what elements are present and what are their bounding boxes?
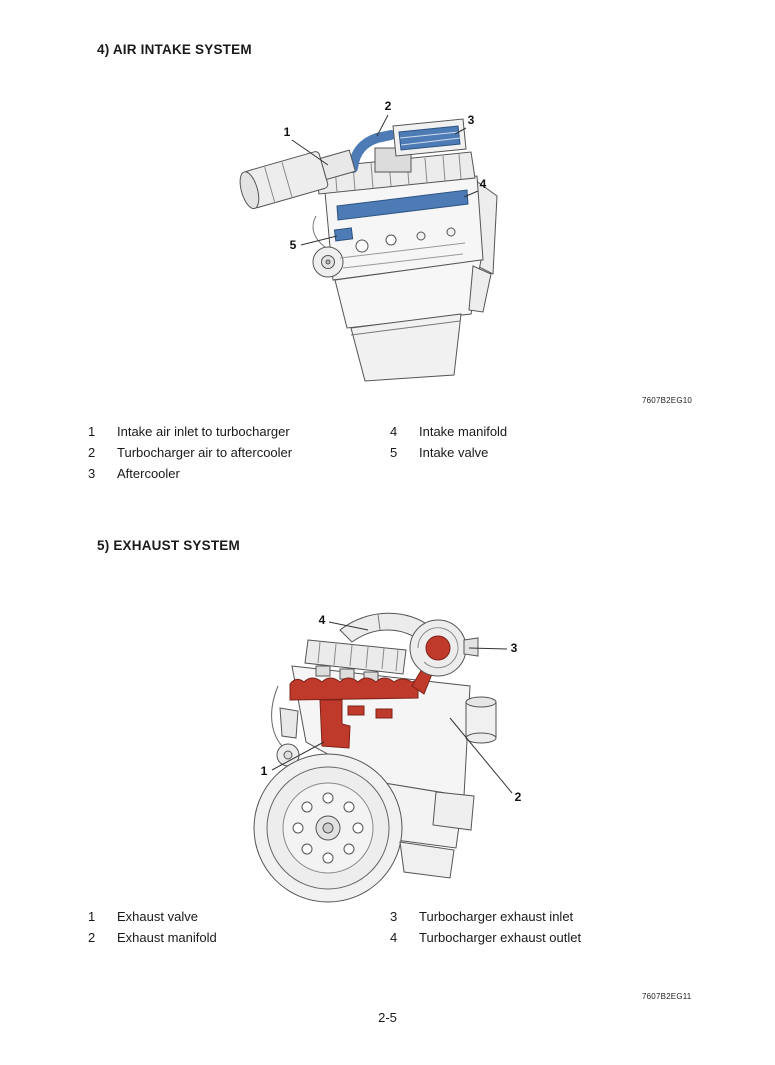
legend-item: 1 Intake air inlet to turbocharger (88, 421, 390, 442)
intake-valve-highlight (333, 227, 354, 242)
legend-item-label: Exhaust valve (117, 909, 198, 924)
figure-ref-air-intake: 7607B2EG10 (642, 396, 693, 405)
intake-manifold-highlight (336, 189, 469, 221)
legend-item-label: Aftercooler (117, 466, 180, 481)
flywheel (253, 753, 403, 903)
engine-mount (432, 791, 475, 831)
figure-exhaust: 1 2 3 4 (228, 590, 558, 905)
legend-item-number: 1 (88, 909, 96, 924)
figure-ref-exhaust: 7607B2EG11 (642, 992, 692, 1001)
callout-1: 1 (284, 125, 291, 139)
legend-item-number: 5 (390, 445, 398, 460)
exhaust-manifold-highlight (289, 677, 419, 701)
legend-item-label: Intake air inlet to turbocharger (117, 424, 290, 439)
exhaust-diagram: 1 2 3 4 (253, 612, 522, 903)
callout-5: 5 (290, 238, 297, 252)
callout-3: 3 (468, 113, 475, 127)
legend-item: 3 Turbocharger exhaust inlet (390, 906, 581, 927)
legend-item: 1 Exhaust valve (88, 906, 390, 927)
air-intake-diagram: 1 2 3 4 5 (239, 99, 498, 382)
legend-item: 5 Intake valve (390, 442, 507, 463)
oil-pan (399, 841, 455, 879)
aftercooler (392, 118, 467, 157)
air-inlet-horn (239, 149, 356, 210)
callout-leader-lines (291, 114, 479, 246)
crankcase (334, 259, 482, 329)
legend-item-label: Turbocharger exhaust inlet (419, 909, 574, 924)
legend-air-intake: 1 Intake air inlet to turbocharger 2 Tur… (88, 421, 708, 484)
turbo-inlet-flange (463, 637, 479, 657)
legend-item-label: Turbocharger air to aftercooler (117, 445, 293, 460)
exhaust-port (375, 708, 393, 719)
oil-filter (465, 696, 497, 744)
legend-item-number: 2 (88, 930, 96, 945)
section-heading-air-intake: 4) AIR INTAKE SYSTEM (97, 42, 252, 57)
legend-item: 4 Turbocharger exhaust outlet (390, 927, 581, 948)
oil-pan (350, 313, 462, 382)
legend-item-number: 4 (390, 424, 398, 439)
callout-4: 4 (319, 613, 326, 627)
legend-item: 2 Exhaust manifold (88, 927, 390, 948)
legend-column-right: 3 Turbocharger exhaust inlet 4 Turbochar… (390, 906, 581, 948)
callout-labels: 1 2 3 4 5 (284, 99, 487, 252)
legend-item-number: 1 (88, 424, 96, 439)
turbocharger (409, 619, 479, 677)
callout-3: 3 (511, 641, 518, 655)
figure-air-intake: 1 2 3 4 5 (225, 88, 525, 398)
callout-labels: 1 2 3 4 (261, 613, 522, 804)
legend-item-number: 3 (88, 466, 96, 481)
callout-2: 2 (515, 790, 522, 804)
page-number: 2-5 (378, 1010, 397, 1025)
legend-column-left: 1 Exhaust valve 2 Exhaust manifold (88, 906, 390, 948)
turbo-to-aftercooler-pipe (348, 130, 396, 173)
callout-2: 2 (385, 99, 392, 113)
legend-exhaust: 1 Exhaust valve 2 Exhaust manifold 3 Tur… (88, 906, 708, 948)
legend-column-left: 1 Intake air inlet to turbocharger 2 Tur… (88, 421, 390, 484)
legend-item-number: 4 (390, 930, 398, 945)
legend-item-label: Intake valve (419, 445, 489, 460)
legend-item-label: Exhaust manifold (117, 930, 217, 945)
legend-item: 2 Turbocharger air to aftercooler (88, 442, 390, 463)
legend-item-label: Intake manifold (419, 424, 508, 439)
section-heading-exhaust: 5) EXHAUST SYSTEM (97, 538, 240, 553)
legend-item-number: 2 (88, 445, 96, 460)
engine-line-art (253, 612, 497, 903)
legend-item-label: Turbocharger exhaust outlet (419, 930, 582, 945)
dipstick-tube (271, 685, 283, 747)
component-box (374, 147, 412, 173)
callout-leader-lines (271, 621, 513, 794)
legend-column-right: 4 Intake manifold 5 Intake valve (390, 421, 507, 484)
legend-item: 4 Intake manifold (390, 421, 507, 442)
callout-4: 4 (480, 177, 487, 191)
legend-item-number: 3 (390, 909, 398, 924)
exhaust-valve-highlight (319, 699, 351, 749)
legend-item: 3 Aftercooler (88, 463, 390, 484)
engine-line-art (239, 118, 498, 382)
exhaust-port (347, 705, 365, 716)
callout-1: 1 (261, 764, 268, 778)
